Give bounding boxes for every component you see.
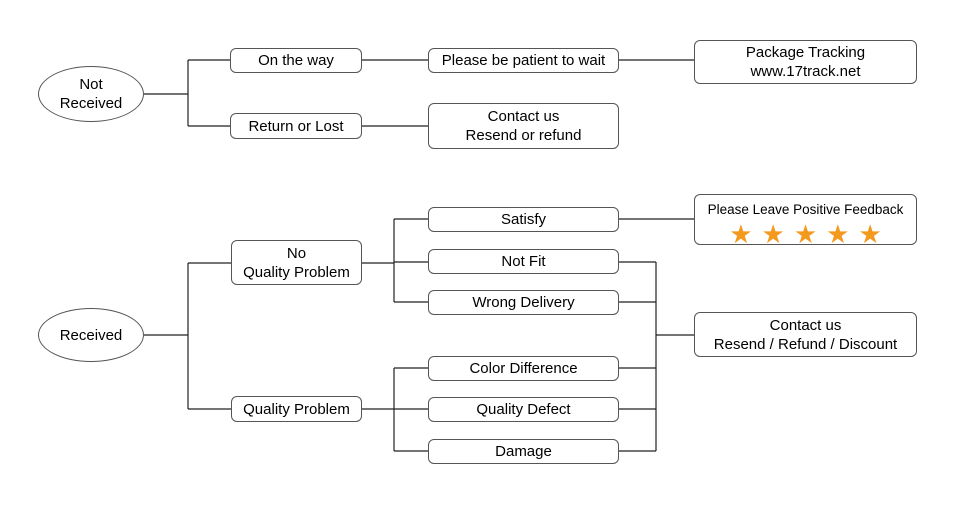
wrong-delivery-label: Wrong Delivery xyxy=(472,294,575,311)
star-icon: ★ xyxy=(793,219,818,249)
quality-defect-label: Quality Defect xyxy=(476,401,571,418)
star-icon: ★ xyxy=(826,219,850,249)
contact-us-label-received: Contact us xyxy=(769,316,842,334)
wrong-delivery-node: Wrong Delivery xyxy=(428,290,619,315)
contact-us-label: Contact us xyxy=(487,108,560,125)
quality-problem-label: Quality Problem xyxy=(243,400,350,418)
positive-feedback-label: Please Leave Positive Feedback xyxy=(707,202,904,217)
patient-wait-label: Please be patient to wait xyxy=(441,52,606,69)
quality-defect-node: Quality Defect xyxy=(428,397,619,422)
package-tracking-node: Package Tracking www.17track.net xyxy=(694,40,917,84)
received-node: Received xyxy=(38,308,144,362)
damage-node: Damage xyxy=(428,439,619,464)
not-fit-node: Not Fit xyxy=(428,249,619,274)
on-the-way-node: On the way xyxy=(230,48,362,73)
resend-refund-discount-label: Resend / Refund / Discount xyxy=(713,335,898,353)
tracking-url-label: www.17track.net xyxy=(750,63,861,80)
no-quality-problem-node: No Quality Problem xyxy=(231,240,362,285)
return-or-lost-node: Return or Lost xyxy=(230,113,362,139)
not-fit-label: Not Fit xyxy=(501,253,546,270)
resend-or-refund-label: Resend or refund xyxy=(465,127,582,144)
star-icon: ★ xyxy=(761,219,785,249)
contact-resend-refund-node: Contact us Resend or refund xyxy=(428,103,619,149)
satisfy-label: Satisfy xyxy=(500,211,546,228)
color-difference-label: Color Difference xyxy=(469,360,578,377)
quality-problem-node: Quality Problem xyxy=(231,396,362,422)
star-icon: ★ xyxy=(858,219,882,249)
satisfy-node: Satisfy xyxy=(428,207,619,232)
star-icon: ★ xyxy=(729,219,753,249)
not-received-label-line1: Not xyxy=(79,76,103,93)
feedback-stars: ★ ★ ★ ★ ★ xyxy=(729,219,882,249)
package-tracking-label: Package Tracking xyxy=(745,44,866,61)
not-received-label-line2: Received xyxy=(59,95,123,112)
received-label: Received xyxy=(59,326,123,344)
color-difference-node: Color Difference xyxy=(428,356,619,381)
damage-label: Damage xyxy=(495,443,552,460)
not-received-node: Not Received xyxy=(38,66,144,122)
no-quality-problem-line1: No xyxy=(286,244,307,262)
contact-resend-refund-discount-node: Contact us Resend / Refund / Discount xyxy=(694,312,917,357)
return-or-lost-label: Return or Lost xyxy=(248,117,344,135)
on-the-way-label: On the way xyxy=(258,52,334,69)
positive-feedback-node: Please Leave Positive Feedback ★ ★ ★ ★ ★ xyxy=(694,194,917,249)
no-quality-problem-line2: Quality Problem xyxy=(243,263,350,281)
patient-wait-node: Please be patient to wait xyxy=(428,48,619,73)
